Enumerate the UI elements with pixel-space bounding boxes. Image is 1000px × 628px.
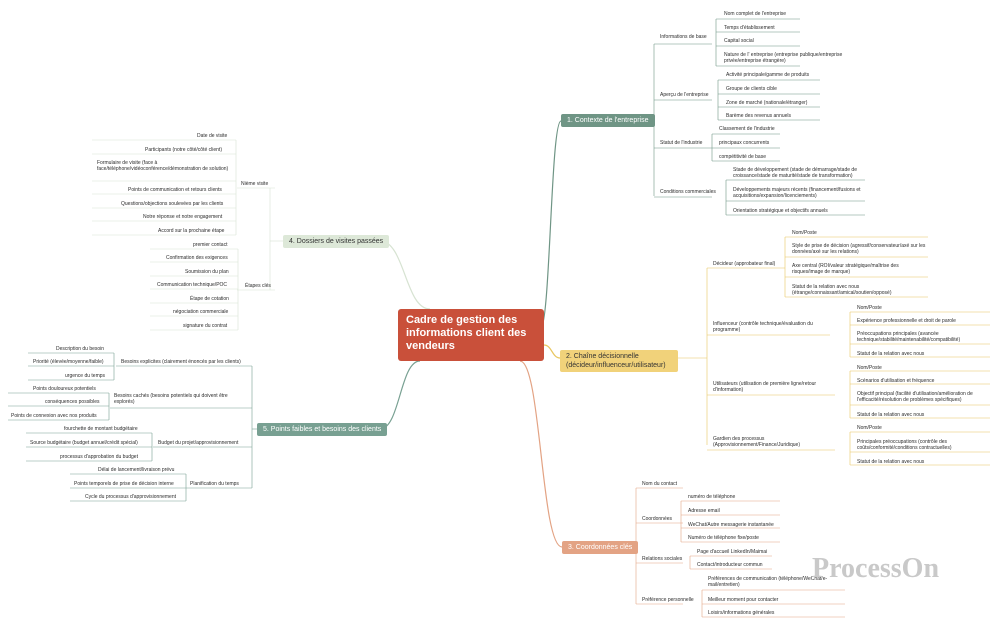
leaf-fourchette-montant[interactable]: fourchette de montant budgétaire <box>64 426 138 432</box>
topic-nieme-visite[interactable]: Nième visite <box>241 181 269 187</box>
leaf-communication-technique[interactable]: Communication technique/POC <box>157 282 228 288</box>
leaf-priorite[interactable]: Priorité (élevée/moyenne/faible) <box>33 359 104 365</box>
leaf-cycle-approvisionnement[interactable]: Cycle du processus d'approvisionnement <box>85 494 177 500</box>
branch-chaine-decisionnelle[interactable]: 2. Chaîne décisionnelle (décideur/influe… <box>560 350 678 372</box>
leaf-points-connexion[interactable]: Points de connexion avec nos produits <box>11 413 97 419</box>
leaf-principales-preoccupations[interactable]: Principales préoccupations (contrôle des… <box>857 439 952 452</box>
topic-coordonnees[interactable]: Coordonnées <box>642 516 673 522</box>
leaf-scenarios-utilisation[interactable]: Scénarios d'utilisation et fréquence <box>857 378 935 384</box>
topic-informations-de-base[interactable]: Informations de base <box>660 34 707 40</box>
leaf-nom-complet[interactable]: Nom complet de l'entreprise <box>724 11 787 17</box>
connector <box>379 360 421 430</box>
leaf-zone-marche[interactable]: Zone de marché (nationale/étranger) <box>726 100 808 106</box>
leaf-negociation-commerciale[interactable]: négociation commerciale <box>173 309 229 315</box>
branch-dossiers-visites[interactable]: 4. Dossiers de visites passées <box>283 235 390 248</box>
leaf-influenceur-nom-poste[interactable]: Nom/Poste <box>857 305 882 311</box>
topic-relations-sociales[interactable]: Relations sociales <box>642 556 683 562</box>
topic-conditions-commerciales[interactable]: Conditions commerciales <box>660 189 716 195</box>
leaf-participants[interactable]: Participants (notre côté/côté client) <box>145 147 222 153</box>
leaf-delai-lancement[interactable]: Délai de lancement/livraison prévu <box>98 467 175 473</box>
leaf-decideur-nom-poste[interactable]: Nom/Poste <box>792 230 817 236</box>
leaf-points-douloureux[interactable]: Points douloureux potentiels <box>33 386 96 392</box>
topic-nom-contact[interactable]: Nom du contact <box>642 481 678 487</box>
leaf-questions-objections[interactable]: Questions/objections soulevées par les c… <box>121 201 224 207</box>
leaf-utilisateurs-nom-poste[interactable]: Nom/Poste <box>857 365 882 371</box>
branch-coordonnees-cles[interactable]: 3. Coordonnées clés <box>562 541 639 554</box>
topic-influenceur[interactable]: Influenceur (contrôle technique/évaluati… <box>713 321 813 334</box>
leaf-preoccupations-principales[interactable]: Préoccupations principales (avancée tech… <box>857 331 961 344</box>
leaf-gardien-statut-relation[interactable]: Statut de la relation avec nous <box>857 459 925 465</box>
central-topic[interactable]: Cadre de gestion des informations client… <box>398 309 544 361</box>
leaf-confirmation-exigences[interactable]: Confirmation des exigences <box>166 255 228 261</box>
leaf-nature-entreprise[interactable]: Nature de l' entreprise (entreprise publ… <box>724 52 843 65</box>
leaf-activite-principale[interactable]: Activité principale/gamme de produits <box>726 72 810 78</box>
leaf-bareme-revenus[interactable]: Barème des revenus annuels <box>726 113 792 119</box>
leaf-principaux-concurrents[interactable]: principaux concurrents <box>719 140 770 146</box>
leaf-capital-social[interactable]: Capital social <box>724 38 754 44</box>
leaf-meilleur-moment[interactable]: Meilleur moment pour contacter <box>708 597 779 603</box>
topic-preference-personnelle[interactable]: Préférence personnelle <box>642 597 694 603</box>
leaf-wechat[interactable]: WeChat/Autre messagerie instantanée <box>688 522 774 528</box>
topic-apercu-entreprise[interactable]: Aperçu de l'entreprise <box>660 92 709 98</box>
leaf-description-besoin[interactable]: Description du besoin <box>56 346 105 352</box>
leaf-style-decision[interactable]: Style de prise de décision (agressif/con… <box>792 243 926 256</box>
leaf-numero-telephone[interactable]: numéro de téléphone <box>688 494 736 500</box>
topic-statut-industrie[interactable]: Statut de l'industrie <box>660 140 703 146</box>
topic-planification-temps[interactable]: Planification du temps <box>190 481 239 487</box>
topic-etapes-cles[interactable]: Étapes clés <box>245 283 271 289</box>
branch-contexte-entreprise[interactable]: 1. Contexte de l'entreprise <box>561 114 655 127</box>
leaf-decideur-statut-relation[interactable]: Statut de la relation avec nous (étrange… <box>792 284 892 297</box>
topic-utilisateurs[interactable]: Utilisateurs (utilisation de première li… <box>713 381 817 394</box>
leaf-utilisateurs-statut-relation[interactable]: Statut de la relation avec nous <box>857 412 925 418</box>
connector <box>543 344 561 359</box>
leaf-points-temporels[interactable]: Points temporels de prise de décision in… <box>74 481 174 487</box>
leaf-formulaire-visite[interactable]: Formulaire de visite (face à face/téléph… <box>97 160 229 173</box>
leaf-accord-prochaine-etape[interactable]: Accord sur la prochaine étape <box>158 228 225 234</box>
leaf-urgence-temps[interactable]: urgence du temps <box>65 373 106 379</box>
leaf-objectif-principal[interactable]: Objectif principal (facilité d'utilisati… <box>857 391 973 404</box>
leaf-adresse-email[interactable]: Adresse email <box>688 508 720 514</box>
leaf-contact-commun[interactable]: Contact/introducteur commun <box>697 562 763 568</box>
connector <box>519 360 563 548</box>
leaf-notre-reponse[interactable]: Notre réponse et notre engagement <box>143 214 223 220</box>
leaf-signature-contrat[interactable]: signature du contrat <box>183 323 228 329</box>
topic-decideur[interactable]: Décideur (approbateur final) <box>713 261 776 267</box>
leaf-source-budgetaire[interactable]: Source budgétaire (budget annuel/crédit … <box>30 440 138 446</box>
leaf-developpements-majeurs[interactable]: Développements majeurs récents (financem… <box>733 187 861 200</box>
leaf-orientation-strategique[interactable]: Orientation stratégique et objectifs ann… <box>733 208 828 214</box>
leaf-experience-professionnelle[interactable]: Expérience professionnelle et droit de p… <box>857 318 956 324</box>
leaf-telephone-fixe[interactable]: Numéro de téléphone fixe/poste <box>688 535 759 541</box>
leaf-linkedin[interactable]: Page d'accueil LinkedIn/Maimai <box>697 549 768 555</box>
leaf-temps-etablissement[interactable]: Temps d'établissement <box>724 25 775 31</box>
connector <box>539 120 562 331</box>
leaf-stade-developpement[interactable]: Stade de développement (stade de démarra… <box>733 167 857 180</box>
leaf-consequences-possibles[interactable]: conséquences possibles <box>45 399 100 405</box>
topic-budget-projet[interactable]: Budget du projet/approvisionnement <box>158 440 239 446</box>
leaf-axe-central[interactable]: Axe central (ROI/valeur stratégique/maît… <box>792 263 899 276</box>
leaf-groupe-clients-cible[interactable]: Groupe de clients cible <box>726 86 777 92</box>
connector <box>379 240 431 310</box>
leaf-classement-industrie[interactable]: Classement de l'industrie <box>719 126 775 132</box>
processon-watermark: ProcessOn <box>812 553 940 584</box>
leaf-processus-approbation[interactable]: processus d'approbation du budget <box>60 454 138 460</box>
topic-gardien-processus[interactable]: Gardien des processus (Approvisionnement… <box>713 436 800 449</box>
leaf-etape-cotation[interactable]: Étape de cotation <box>190 296 229 302</box>
leaf-premier-contact[interactable]: premier contact <box>193 242 228 248</box>
leaf-competitivite-base[interactable]: compétitivité de base <box>719 154 766 160</box>
leaf-soumission-plan[interactable]: Soumission du plan <box>185 269 229 275</box>
branch-points-faibles-besoins[interactable]: 5. Points faibles et besoins des clients <box>257 423 388 436</box>
leaf-loisirs[interactable]: Loisirs/informations générales <box>708 610 775 616</box>
leaf-preferences-communication[interactable]: Préférences de communication (téléphone/… <box>708 576 828 589</box>
leaf-gardien-nom-poste[interactable]: Nom/Poste <box>857 425 882 431</box>
leaf-influenceur-statut-relation[interactable]: Statut de la relation avec nous <box>857 351 925 357</box>
leaf-points-communication[interactable]: Points de communication et retours clien… <box>128 187 222 193</box>
topic-besoins-explicites[interactable]: Besoins explicites (clairement énoncés p… <box>121 359 241 365</box>
topic-besoins-caches[interactable]: Besoins cachés (besoins potentiels qui d… <box>114 393 228 406</box>
leaf-date-visite[interactable]: Date de visite <box>197 133 228 139</box>
